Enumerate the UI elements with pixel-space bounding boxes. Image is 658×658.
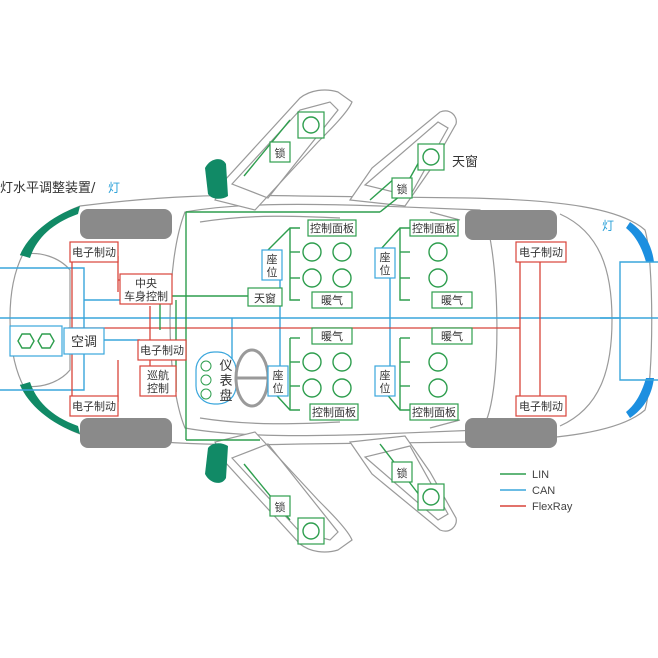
ecu-center: 电子制动: [137, 339, 187, 361]
lock-front-left: 锁: [269, 141, 291, 163]
svg-text:电子制动: 电子制动: [519, 246, 563, 259]
svg-text:电子制动: 电子制动: [72, 400, 116, 413]
svg-text:盘: 盘: [219, 388, 232, 404]
svg-text:控制面板: 控制面板: [312, 405, 356, 419]
legend: LIN CAN FlexRay: [500, 469, 573, 513]
hvac-icon: [17, 333, 55, 349]
seat-motors: [302, 242, 448, 398]
control-panel-front-left: 控制面板: [307, 219, 357, 237]
svg-text:中央: 中央: [135, 277, 157, 290]
door-motor-front-right: [297, 517, 325, 545]
seat-rear-right: 座 位: [374, 365, 396, 397]
lock-rear-right: 锁: [391, 461, 413, 483]
taillamp-top: [626, 222, 654, 262]
seat-front-right: 座 位: [267, 365, 289, 397]
svg-text:暖气: 暖气: [441, 293, 463, 307]
svg-text:表: 表: [219, 374, 232, 389]
instrument-cluster: 仪 表 盘: [195, 351, 237, 405]
heater-rear-right: 暖气: [431, 327, 473, 345]
svg-text:座: 座: [267, 252, 278, 266]
seat-rear-left: 座 位: [374, 247, 396, 279]
headlamp-leveling-label: 灯水平调整装置/: [0, 181, 96, 196]
headlamp-lamp-label: 灯: [108, 181, 120, 195]
svg-text:位: 位: [380, 381, 391, 395]
ecu-rear-right: 电子制动: [515, 395, 567, 417]
headlamp-bottom: [20, 382, 80, 434]
central-body-controller: 中央 车身控制: [119, 273, 173, 305]
svg-text:控制: 控制: [147, 381, 169, 395]
svg-text:电子制动: 电子制动: [519, 400, 563, 413]
sunroof-controller: 天窗: [247, 287, 283, 307]
svg-text:位: 位: [273, 381, 284, 395]
svg-text:车身控制: 车身控制: [124, 289, 168, 303]
svg-text:锁: 锁: [275, 146, 286, 160]
mirror-left: [205, 159, 228, 199]
svg-text:仪: 仪: [219, 359, 232, 374]
svg-text:位: 位: [267, 265, 278, 279]
control-panel-rear-left: 控制面板: [409, 219, 459, 237]
svg-text:控制面板: 控制面板: [412, 221, 456, 235]
lin-bus: [159, 119, 421, 521]
svg-text:锁: 锁: [275, 500, 286, 514]
lock-rear-left: 锁: [391, 177, 413, 199]
svg-text:暖气: 暖气: [321, 293, 343, 307]
control-panel-rear-right: 控制面板: [409, 403, 459, 421]
control-panel-front-right: 控制面板: [309, 403, 359, 421]
rear-lamp-label: 灯: [602, 219, 614, 233]
seat-front-left: 座 位: [261, 249, 283, 281]
wheel-front-left: [80, 209, 172, 239]
legend-can: CAN: [532, 485, 555, 497]
svg-text:电子制动: 电子制动: [72, 246, 116, 259]
svg-text:座: 座: [273, 368, 284, 382]
wheel-rear-left: [465, 210, 557, 240]
door-motor-front-left: [297, 111, 325, 139]
heater-rear-left: 暖气: [431, 291, 473, 309]
svg-text:暖气: 暖气: [441, 329, 463, 343]
svg-text:巡航: 巡航: [147, 368, 169, 382]
taillamp-bottom: [626, 378, 654, 418]
svg-text:座: 座: [380, 250, 391, 264]
svg-text:暖气: 暖气: [321, 329, 343, 343]
svg-text:电子制动: 电子制动: [140, 344, 184, 357]
svg-text:座: 座: [380, 368, 391, 382]
ecu-front-left: 电子制动: [69, 241, 119, 263]
headlamp-top: [20, 206, 80, 258]
svg-text:空调: 空调: [71, 335, 97, 350]
mirror-right: [205, 443, 228, 483]
sunroof-motor: [417, 143, 445, 171]
svg-text:位: 位: [380, 263, 391, 277]
legend-flexray: FlexRay: [532, 501, 573, 513]
svg-text:锁: 锁: [397, 466, 408, 480]
ecu-front-right: 电子制动: [69, 395, 119, 417]
svg-text:天窗: 天窗: [254, 291, 276, 305]
sunroof-label: 天窗: [452, 154, 478, 170]
ecu-rear-left: 电子制动: [515, 241, 567, 263]
wheel-rear-right: [465, 418, 557, 448]
lock-front-right: 锁: [269, 495, 291, 517]
svg-text:锁: 锁: [397, 182, 408, 196]
cruise-controller: 巡航 控制: [139, 365, 177, 397]
door-motor-rear-right: [417, 483, 445, 511]
legend-lin: LIN: [532, 469, 549, 481]
svg-text:控制面板: 控制面板: [412, 405, 456, 419]
wheel-front-right: [80, 418, 172, 448]
heater-front-right: 暖气: [311, 327, 353, 345]
hvac-unit: 空调: [9, 325, 105, 357]
door-front-right: [214, 431, 353, 553]
svg-text:控制面板: 控制面板: [310, 221, 354, 235]
heater-front-left: 暖气: [311, 291, 353, 309]
